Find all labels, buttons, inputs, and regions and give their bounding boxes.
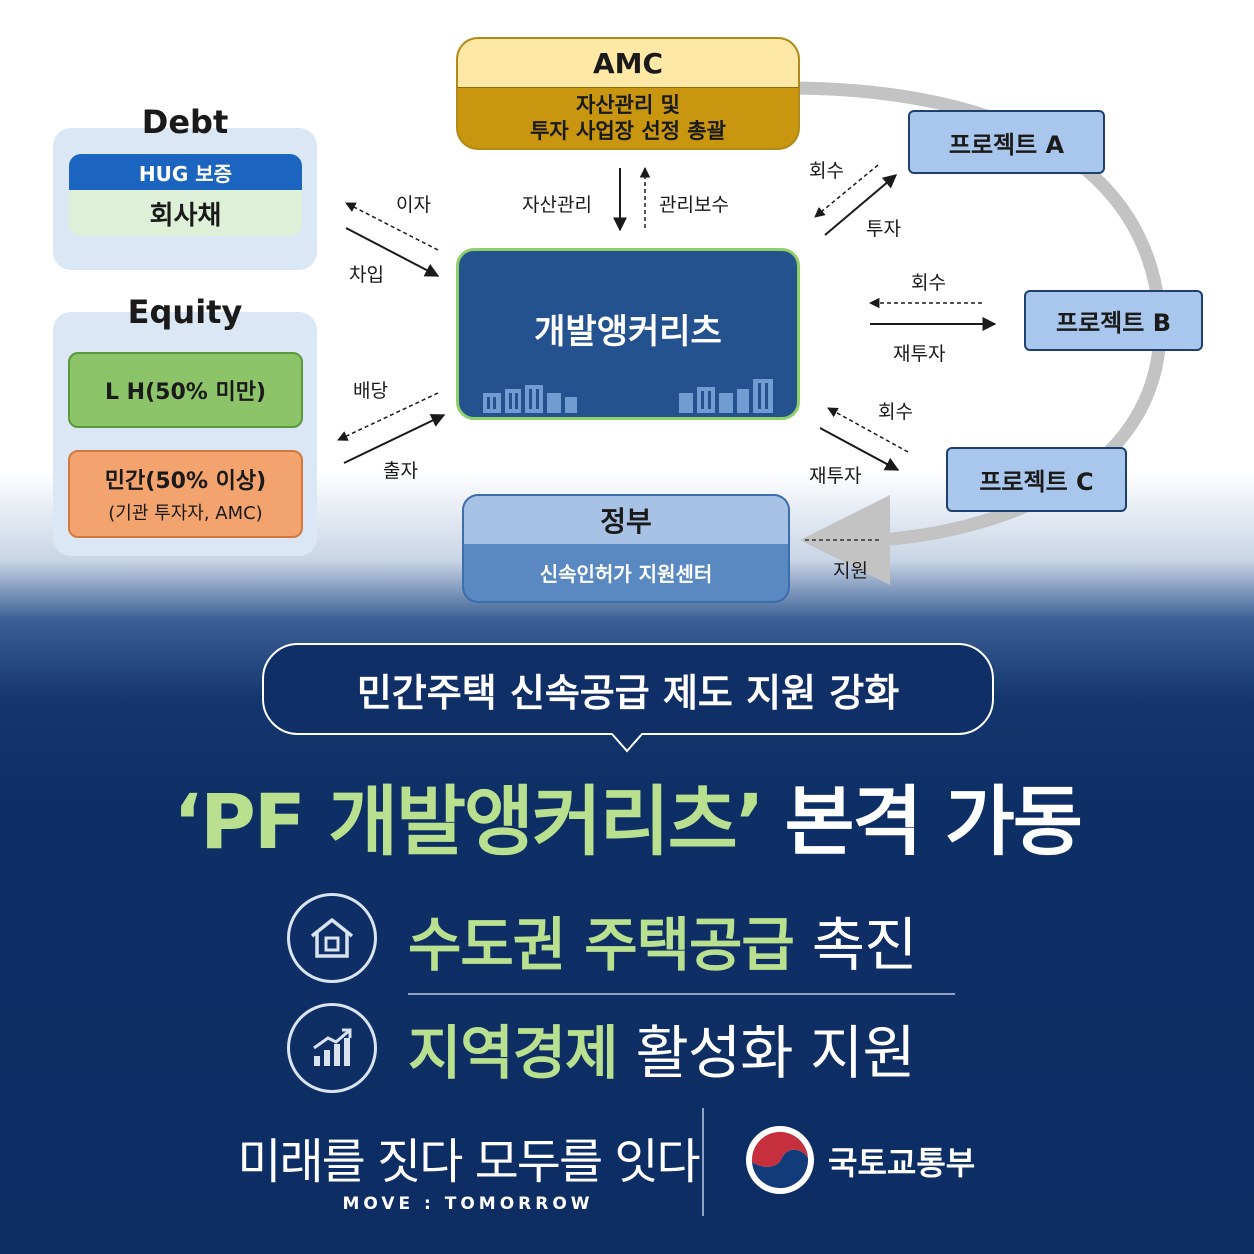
contribution-label: 출자 [383, 460, 418, 482]
project-c-box: 프로젝트 C [946, 447, 1127, 512]
bullet-housing-white: 촉진 [811, 911, 918, 979]
amc-desc-line2: 투자 사업장 선정 총괄 [530, 119, 726, 143]
reinvest-c-arrow [819, 427, 900, 471]
corporate-bond-box: 회사채 [69, 190, 302, 236]
house-icon [287, 893, 377, 983]
equity-title: Equity [127, 293, 243, 331]
reinvest-b-label: 재투자 [893, 343, 946, 365]
headline-green: ‘PF 개발앵커리츠’ [173, 777, 764, 866]
government-emblem-icon [746, 1126, 814, 1194]
interest-arrow [345, 202, 439, 251]
borrow-label: 차입 [349, 264, 384, 286]
bullet-housing-green: 수도권 주택공급 [408, 911, 795, 979]
permit-support-center: 신속인허가 지원센터 [462, 544, 790, 603]
borrow-arrow [345, 227, 440, 277]
bullet-housing: 수도권 주택공급 촉진 [408, 900, 918, 980]
footer-divider [702, 1108, 704, 1216]
anchor-reits-title: 개발앵커리츠 [534, 311, 722, 352]
government-title: 정부 [462, 494, 790, 544]
invest-a-label: 투자 [866, 218, 901, 240]
invest-a-arrow [824, 174, 898, 236]
slogan: 미래를 짓다 모두를 잇다 [237, 1134, 700, 1190]
buildings-icon [483, 379, 773, 413]
interest-label: 이자 [396, 194, 431, 216]
recover-a-label: 회수 [809, 160, 844, 182]
contribution-arrow [343, 414, 446, 464]
main-headline: ‘PF 개발앵커리츠’ 본격 가동 [40, 760, 1214, 870]
bullet-economy-green: 지역경제 [408, 1019, 618, 1087]
slogan-english: MOVE : TOMORROW [342, 1194, 594, 1214]
dividend-arrow [337, 392, 439, 441]
bullet-economy-white: 활성화 지원 [635, 1019, 915, 1087]
mgmt-fee-label: 관리보수 [659, 194, 729, 216]
bubble-tail [612, 733, 642, 753]
private-share-label: 민간(50% 이상) [104, 469, 267, 494]
amc-desc-line1: 자산관리 및 [576, 92, 680, 117]
recover-c-arrow [827, 407, 909, 453]
support-arrowhead [800, 495, 890, 585]
headline-white: 본격 가동 [784, 777, 1083, 866]
bullet-economy: 지역경제 활성화 지원 [408, 1008, 916, 1088]
growth-chart-icon [287, 1003, 377, 1093]
ministry-name: 국토교통부 [828, 1144, 976, 1182]
headline-bubble: 민간주택 신속공급 제도 지원 강화 [262, 643, 994, 735]
private-share-box: 민간(50% 이상) (기관 투자자, AMC) [68, 450, 303, 538]
project-a-box: 프로젝트 A [908, 110, 1105, 174]
asset-mgmt-label: 자산관리 [522, 194, 592, 216]
anchor-reits-box: 개발앵커리츠 [456, 248, 800, 420]
bullet-divider [408, 993, 955, 995]
lh-share-box: L H(50% 미만) [68, 352, 303, 428]
private-investors-label: (기관 투자자, AMC) [108, 503, 263, 524]
dividend-label: 배당 [353, 380, 388, 402]
amc-title: AMC [456, 37, 800, 87]
reinvest-c-label: 재투자 [809, 465, 862, 487]
amc-description: 자산관리 및 투자 사업장 선정 총괄 [456, 87, 800, 150]
debt-title: Debt [141, 103, 229, 141]
project-b-box: 프로젝트 B [1024, 290, 1203, 351]
recover-c-label: 회수 [878, 401, 913, 423]
recover-b-label: 회수 [911, 272, 946, 294]
hug-guarantee-label: HUG 보증 [69, 154, 302, 190]
support-label: 지원 [833, 560, 868, 582]
